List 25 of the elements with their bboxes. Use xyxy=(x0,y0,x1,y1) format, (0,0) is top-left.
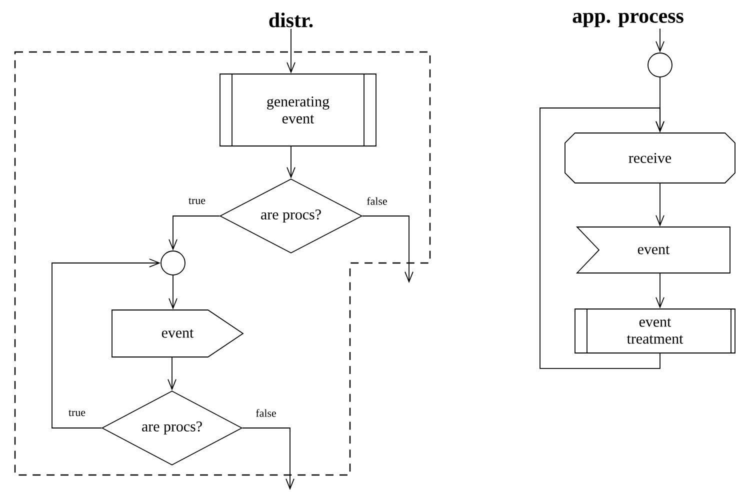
connector-circle xyxy=(648,52,672,78)
receive-signal-box: event xyxy=(576,226,730,274)
arrow xyxy=(168,216,220,251)
arrow xyxy=(168,357,176,391)
edge-label: false xyxy=(254,408,278,418)
arrow xyxy=(168,275,178,310)
arrow xyxy=(362,216,414,283)
arrow xyxy=(286,28,296,74)
arrow xyxy=(52,258,161,428)
receive-box: receive xyxy=(564,132,736,184)
arrow xyxy=(540,108,664,369)
heading-text: distr. xyxy=(269,12,313,28)
edge-label: false xyxy=(366,196,388,206)
edge-label: true xyxy=(68,408,87,418)
arrow xyxy=(286,146,296,179)
send-signal-box: event xyxy=(112,310,244,358)
arrow xyxy=(242,428,294,490)
subroutine-box: event treatment xyxy=(574,308,736,354)
subroutine-box: generating event xyxy=(220,74,376,146)
connector-circle xyxy=(160,250,186,276)
arrow xyxy=(656,28,664,53)
arrow xyxy=(656,273,664,309)
heading-text: app. process xyxy=(572,12,684,28)
edge-label: true xyxy=(188,196,207,206)
arrow xyxy=(656,183,664,227)
